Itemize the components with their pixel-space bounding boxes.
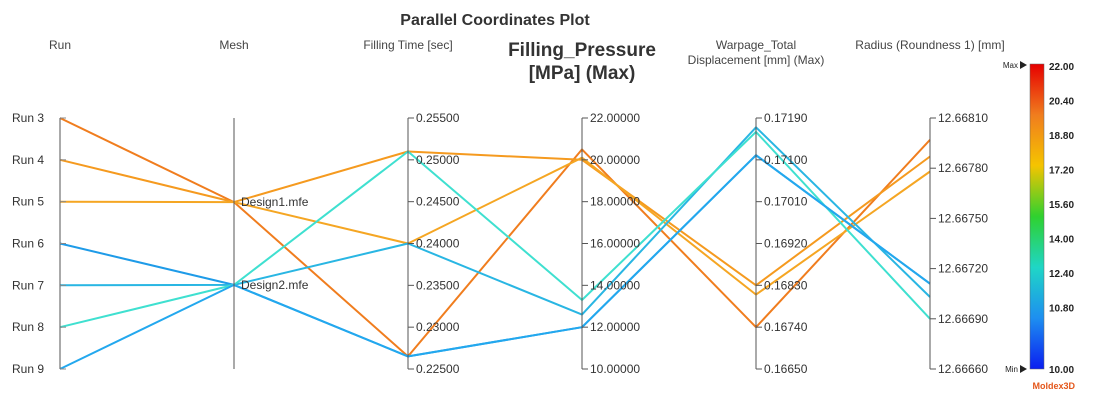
run-label: Run 8 — [12, 320, 44, 334]
run-label: Run 9 — [12, 362, 44, 376]
tick-label: 12.66660 — [938, 362, 988, 376]
tick-label: 0.23500 — [416, 278, 460, 292]
colorbar-max-arrow-icon — [1020, 61, 1027, 69]
mesh-label: Design1.mfe — [241, 195, 309, 209]
run-label: Run 6 — [12, 237, 44, 251]
tick-label: 0.24000 — [416, 237, 460, 251]
axis-title-filling_pressure: Filling_Pressure — [508, 40, 656, 61]
colorbar-min-arrow-icon — [1020, 365, 1027, 373]
colorbar-tick-label: 22.00 — [1049, 62, 1074, 73]
mesh-label: Design2.mfe — [241, 278, 309, 292]
series-line-run-4 — [59, 150, 931, 287]
axis-title-warpage: Displacement [mm] (Max) — [688, 53, 825, 67]
tick-label: 12.66720 — [938, 262, 988, 276]
tick-label: 16.00000 — [590, 237, 640, 251]
series-line-run-8 — [59, 130, 931, 329]
axis-title-warpage: Warpage_Total — [716, 38, 796, 52]
moldex3d-logo: Moldex3D — [1032, 381, 1075, 391]
chart-title: Parallel Coordinates Plot — [400, 12, 590, 29]
colorbar-max-label: Max — [1003, 61, 1018, 70]
tick-label: 0.16740 — [764, 320, 808, 334]
colorbar-tick-label: 14.00 — [1049, 235, 1074, 246]
tick-label: 0.17190 — [764, 111, 808, 125]
series-line-run-5 — [59, 156, 931, 296]
tick-label: 20.00000 — [590, 153, 640, 167]
tick-label: 22.00000 — [590, 111, 640, 125]
tick-label: 0.16650 — [764, 362, 808, 376]
tick-label: 12.00000 — [590, 320, 640, 334]
colorbar-tick-label: 18.80 — [1049, 131, 1074, 142]
tick-label: 14.00000 — [590, 278, 640, 292]
tick-label: 0.25000 — [416, 153, 460, 167]
tick-label: 0.23000 — [416, 320, 460, 334]
colorbar-tick-label: 10.80 — [1049, 304, 1074, 315]
colorbar-tick-label: 15.60 — [1049, 200, 1074, 211]
tick-label: 12.66690 — [938, 312, 988, 326]
series-line-run-9 — [59, 154, 931, 370]
colorbar — [1029, 63, 1045, 370]
axis-title-mesh: Mesh — [219, 38, 248, 52]
colorbar-tick-label: 10.00 — [1049, 365, 1074, 376]
axis-title-radius: Radius (Roundness 1) [mm] — [855, 38, 1004, 52]
tick-label: 0.22500 — [416, 362, 460, 376]
colorbar-min-label: Min — [1005, 365, 1018, 374]
tick-label: 18.00000 — [590, 195, 640, 209]
tick-label: 10.00000 — [590, 362, 640, 376]
tick-label: 0.24500 — [416, 195, 460, 209]
axis-title-filling_pressure: [MPa] (Max) — [529, 63, 636, 84]
tick-label: 12.66780 — [938, 161, 988, 175]
tick-label: 0.17100 — [764, 153, 808, 167]
tick-label: 12.66750 — [938, 211, 988, 225]
run-label: Run 5 — [12, 195, 44, 209]
series-line-run-7 — [59, 126, 931, 316]
axis-title-run: Run — [49, 38, 71, 52]
tick-label: 0.16920 — [764, 237, 808, 251]
axis-title-filling_time: Filling Time [sec] — [363, 38, 452, 52]
series-line-run-3 — [59, 117, 931, 358]
tick-label: 0.16830 — [764, 278, 808, 292]
run-label: Run 4 — [12, 153, 44, 167]
tick-label: 0.25500 — [416, 111, 460, 125]
run-label: Run 7 — [12, 278, 44, 292]
colorbar-tick-label: 20.40 — [1049, 97, 1074, 108]
colorbar-tick-label: 12.40 — [1049, 269, 1074, 280]
tick-label: 0.17010 — [764, 195, 808, 209]
tick-label: 12.66810 — [938, 111, 988, 125]
run-label: Run 3 — [12, 111, 44, 125]
colorbar-tick-label: 17.20 — [1049, 166, 1074, 177]
